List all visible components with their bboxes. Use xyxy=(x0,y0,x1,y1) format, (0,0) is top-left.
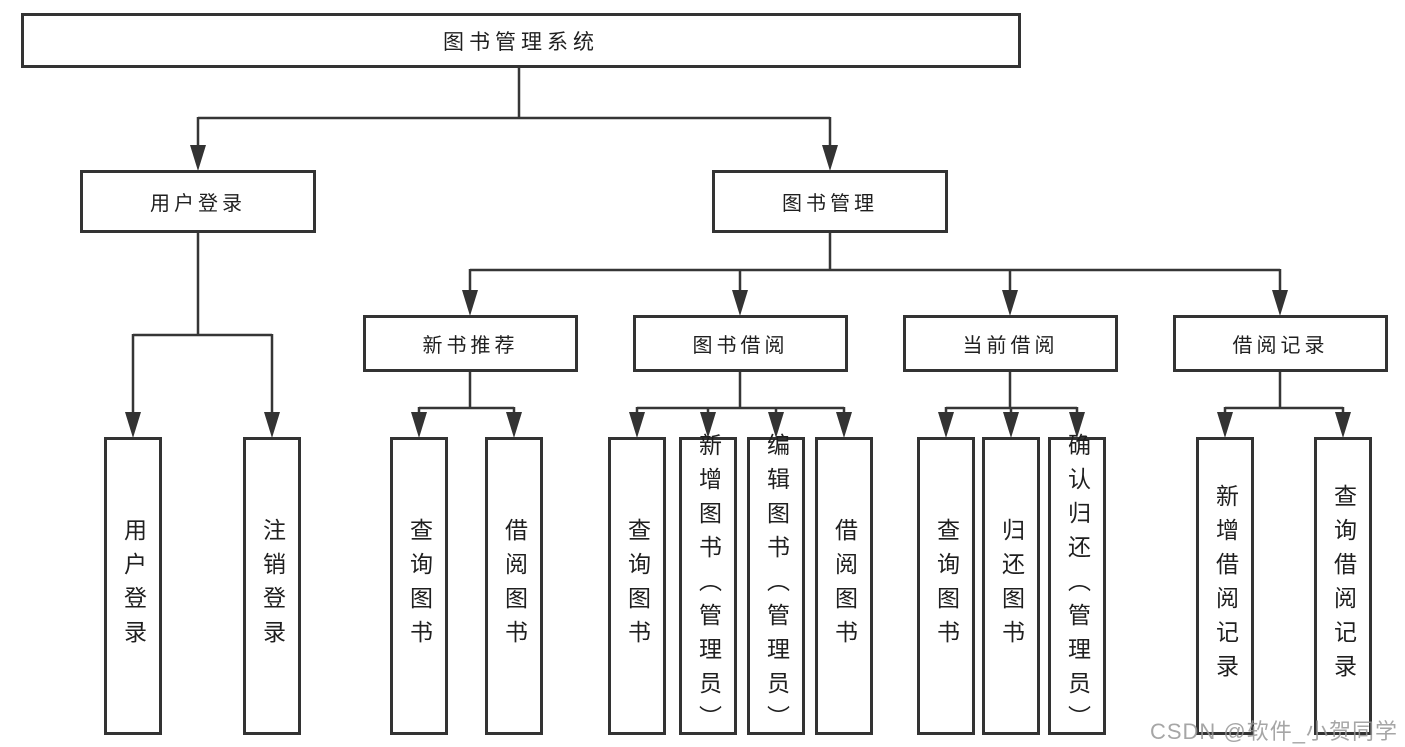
node-label: 查询图书 xyxy=(933,518,960,654)
node-label: 查询借阅记录 xyxy=(1330,484,1357,688)
leaf-logout: 注销登录 xyxy=(243,437,301,735)
node-label: 图书管理系统 xyxy=(443,30,599,54)
node-label: 查询图书 xyxy=(406,518,433,654)
node-label: 注销登录 xyxy=(259,518,286,654)
node-label: 借阅图书 xyxy=(501,518,528,654)
node-label: 借阅图书 xyxy=(831,518,858,654)
leaf-add-borrow-record: 新增借阅记录 xyxy=(1196,437,1254,735)
node-label: 查询图书 xyxy=(624,518,651,654)
arrowheads xyxy=(125,145,1351,438)
leaf-query-books-1: 查询图书 xyxy=(390,437,448,735)
node-label: 图书借阅 xyxy=(692,335,789,357)
node-label: 用户登录 xyxy=(150,193,246,215)
leaf-confirm-return-admin: 确认归还（管理员） xyxy=(1048,433,1106,739)
leaf-edit-book-admin: 编辑图书（管理员） xyxy=(747,433,805,739)
watermark: CSDN @软件_小贺同学 xyxy=(1149,719,1398,744)
node-label: 确认归还（管理员） xyxy=(1064,433,1091,739)
node-new-book-recommend: 新书推荐 xyxy=(363,315,578,372)
leaf-borrow-books-1: 借阅图书 xyxy=(485,437,543,735)
leaf-query-books-2: 查询图书 xyxy=(608,437,666,735)
leaf-return-book: 归还图书 xyxy=(982,437,1040,735)
node-borrowing-records: 借阅记录 xyxy=(1173,315,1388,372)
node-label: 归还图书 xyxy=(998,518,1025,654)
node-current-borrowing: 当前借阅 xyxy=(903,315,1118,372)
node-label: 图书管理 xyxy=(782,193,878,215)
node-label: 新增借阅记录 xyxy=(1212,484,1239,688)
leaf-borrow-books-2: 借阅图书 xyxy=(815,437,873,735)
leaf-add-book-admin: 新增图书（管理员） xyxy=(679,433,737,739)
node-label: 借阅记录 xyxy=(1232,335,1329,357)
node-label: 新书推荐 xyxy=(422,335,519,357)
node-label: 编辑图书（管理员） xyxy=(763,433,790,739)
node-label: 新增图书（管理员） xyxy=(695,433,722,739)
node-book-management: 图书管理 xyxy=(712,170,948,233)
node-user-login: 用户登录 xyxy=(80,170,316,233)
leaf-query-borrow-record: 查询借阅记录 xyxy=(1314,437,1372,735)
node-book-management-system: 图书管理系统 xyxy=(21,13,1021,68)
node-label: 当前借阅 xyxy=(962,335,1059,357)
leaf-user-login: 用户登录 xyxy=(104,437,162,735)
node-book-borrowing: 图书借阅 xyxy=(633,315,848,372)
leaf-query-books-3: 查询图书 xyxy=(917,437,975,735)
node-label: 用户登录 xyxy=(120,518,147,654)
